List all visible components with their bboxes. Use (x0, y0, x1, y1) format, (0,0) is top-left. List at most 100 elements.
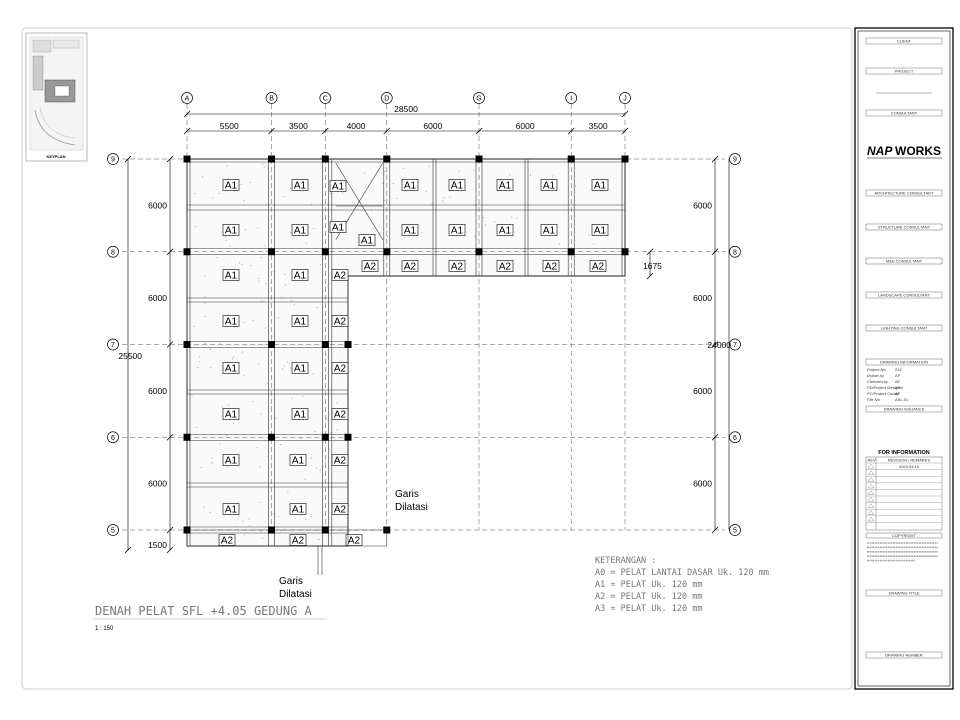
hatch-dot (260, 413, 262, 415)
keyplan-block (52, 39, 80, 49)
dim-right-span: 6000 (693, 200, 712, 210)
hatch-dot (558, 243, 560, 245)
rev-triangle-icon (867, 483, 875, 489)
info-row-value: AF (895, 391, 901, 396)
hatch-dot (328, 448, 330, 450)
hatch-dot (259, 466, 261, 468)
grid-bubble (473, 92, 485, 104)
hatch-dot (266, 456, 268, 457)
consultant-box (865, 109, 943, 117)
project-box (865, 67, 943, 75)
dim-tick (166, 248, 174, 256)
dim-tick (567, 127, 575, 135)
slab-tag-a1: A1 (291, 315, 309, 328)
slab-tag-label: A2 (334, 505, 347, 516)
hatch-dot (236, 526, 238, 527)
grid-bubble-right-6: 6 (729, 431, 741, 444)
grid-bubble-a: A (181, 92, 193, 104)
slab-tag-box (289, 454, 307, 466)
hatch-dot (293, 304, 295, 306)
slab-tag-label: A1 (225, 410, 238, 421)
column-c9 (321, 155, 329, 163)
dim-tick (268, 127, 275, 135)
slab-tag-a1: A1 (448, 224, 466, 237)
dim-left-span: 6000 (148, 479, 167, 489)
hatch-dot (264, 344, 266, 346)
grid-bubble-label: 9 (111, 157, 115, 164)
slab-tag-a1: A1 (222, 408, 240, 421)
column-j9 (621, 155, 629, 163)
dim-tick (166, 433, 174, 441)
dim-tick (124, 546, 132, 554)
architecture-box (865, 189, 943, 197)
hatch-dot (304, 478, 306, 480)
slab-tag-a1: A1 (329, 221, 347, 234)
slab-tag-label: A1 (332, 182, 345, 193)
hatch-dot (226, 165, 228, 167)
hatch-dot (529, 174, 531, 176)
hatch-dot (474, 235, 476, 237)
grid-bubble-right-8: 8 (729, 245, 741, 258)
hatch-dot (264, 327, 266, 329)
info-row-value: 212 (895, 367, 902, 372)
slab-tag-label: A1 (543, 181, 556, 192)
grid-bubble-label: 8 (733, 249, 737, 256)
hatch-dot (252, 319, 254, 321)
slab-tag-label: A1 (543, 226, 556, 237)
landscape-label: LANDSCAPE CONSULTANT (878, 293, 930, 298)
dim-tick (183, 127, 191, 135)
hatch-dot (330, 193, 331, 195)
dim-right-span: 6000 (693, 293, 712, 303)
drawing-title-box (865, 589, 943, 597)
slab-tag-label: A1 (499, 226, 512, 237)
hatch-dot (313, 228, 315, 230)
slab-tag-box (291, 408, 309, 420)
slab-tag-label: A1 (499, 181, 512, 192)
dim-tick (166, 155, 174, 163)
grid-bubble-right-9: 9 (729, 153, 741, 165)
slab-tag-a2: A2 (361, 260, 379, 273)
copyright-box (865, 532, 943, 539)
slab-tag-label: A1 (332, 223, 345, 234)
title-block-frame-outer (854, 27, 954, 690)
grid-bubble (565, 92, 578, 104)
grid-bubble-g: G (473, 92, 485, 104)
hatch-dot (280, 530, 282, 532)
column-g8 (475, 248, 483, 256)
slab-tag-box (591, 179, 609, 191)
slab-tag-label: A2 (334, 271, 347, 282)
dim-tick (711, 155, 719, 163)
rev-triangle-icon (867, 510, 875, 515)
slab-tag-box (331, 454, 349, 466)
slab-tag-box (331, 315, 349, 327)
hatch-dot (316, 467, 318, 469)
slab-tag-label: A1 (225, 226, 238, 237)
slab-tag-a1: A1 (289, 503, 307, 516)
grid-bubble-label: 6 (111, 435, 115, 442)
hatch-dot (289, 232, 291, 234)
hatch-dot (283, 196, 285, 198)
slab-tag-label: A1 (294, 410, 307, 421)
grid-bubble-left-7: 7 (107, 338, 119, 351)
grid-bubble-label: G (476, 96, 481, 103)
hatch-dot (196, 366, 198, 368)
info-row-label: PD/Project Designer (867, 385, 904, 390)
hatch-dot (263, 166, 265, 168)
drawing-issuance-label: DRAWING ISSUANCE (884, 407, 925, 412)
slab-tag-box (496, 179, 514, 191)
slab-tag-box (222, 454, 240, 466)
slab-tag-box (222, 224, 240, 236)
hatch-dot (267, 382, 269, 384)
grid-bubble-left-6: 6 (107, 431, 119, 444)
hatch-dot (511, 216, 513, 218)
slab-tag-label: A1 (294, 271, 307, 282)
grid-bubble-label: J (623, 96, 627, 103)
slab-tag-label: A2 (334, 364, 347, 375)
hatch-dot (281, 297, 283, 298)
hatch-dot (284, 274, 286, 276)
hatch-dot (273, 271, 275, 273)
hatch-dot (311, 203, 313, 205)
hatch-dot (286, 361, 288, 363)
hatch-dot (593, 243, 595, 245)
